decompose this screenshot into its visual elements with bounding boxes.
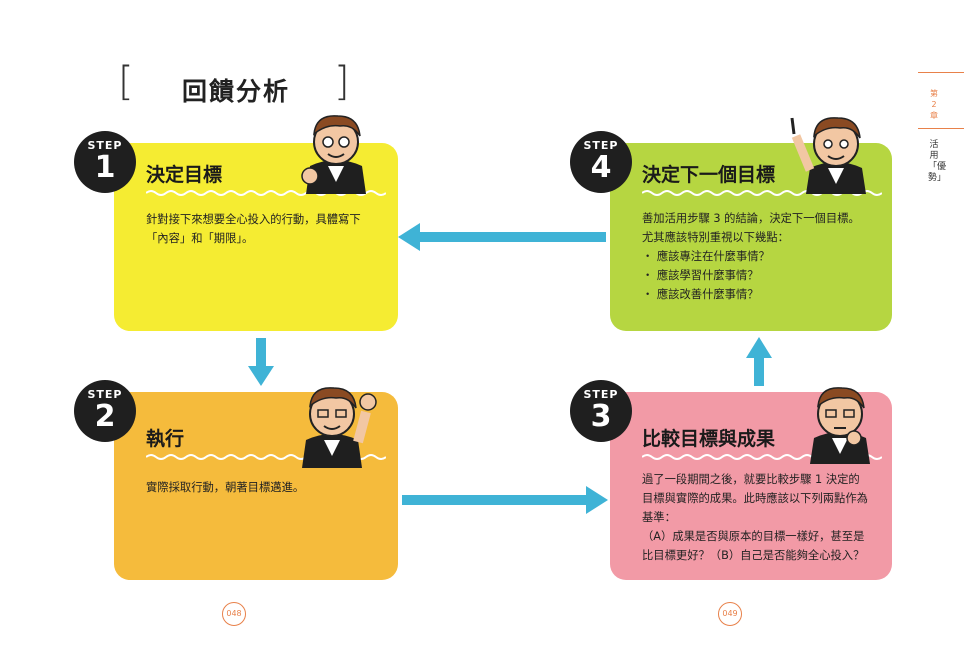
step-1-line: 針對接下來想要全心投入的行動，具體寫下 <box>146 213 361 226</box>
step-4-line: ・ 應該改善什麼事情？ <box>642 288 759 301</box>
step-4-line: 尤其應該特別重視以下幾點： <box>642 231 789 244</box>
step-2-number: 2 <box>94 399 116 434</box>
page-number-right: 049 <box>718 602 742 626</box>
step-3-line: 比目標更好？（B）自己是否能夠全心投入？ <box>642 549 865 562</box>
page-number-left: 048 <box>222 602 246 626</box>
step-3-title: 比較目標與成果 <box>642 428 776 450</box>
step-3-body: 過了一段期間之後，就要比較步驟 1 決定的 目標與實際的成果。此時應該以下列兩點… <box>642 470 868 565</box>
step-4-badge: STEP 4 <box>570 131 632 193</box>
step-2-label: STEP <box>87 388 123 401</box>
arrow-1-to-2-head <box>248 366 274 386</box>
step-3-line: 目標與實際的成果。此時應該以下列兩點作為 <box>642 492 868 505</box>
arrow-3-to-4-head <box>746 337 772 358</box>
step-1-label: STEP <box>87 139 123 152</box>
character-thinking-illustration <box>810 387 870 464</box>
arrow-4-to-1 <box>418 232 606 242</box>
step-3-line: 基準： <box>642 511 676 524</box>
step-4-body: 善加活用步驟 3 的結論，決定下一個目標。 尤其應該特別重視以下幾點： ・ 應該… <box>642 209 860 304</box>
step-2-title: 執行 <box>146 428 185 450</box>
step-4-title: 決定下一個目標 <box>642 164 776 186</box>
chapter-number: 2 <box>931 100 937 109</box>
step-3-line: （A）成果是否與原本的目標一樣好，甚至是 <box>642 530 865 543</box>
step-1-title: 決定目標 <box>146 164 223 186</box>
character-fist-pump-illustration <box>302 387 377 468</box>
character-pointing-up-illustration <box>790 117 866 194</box>
step-4-label: STEP <box>583 139 619 152</box>
chapter-rule-bottom <box>918 128 964 129</box>
arrow-4-to-1-head <box>398 223 420 251</box>
character-thumbs-up-illustration <box>301 115 366 194</box>
arrow-2-to-3-head <box>586 486 608 514</box>
step-4-line: ・ 應該學習什麼事情？ <box>642 269 759 282</box>
chapter-label: 第 2 章 <box>927 88 941 121</box>
arrow-3-to-4 <box>754 356 764 386</box>
step-1-body: 針對接下來想要全心投入的行動，具體寫下 「內容」和「期限」。 <box>146 210 361 248</box>
step-1-number: 1 <box>94 150 116 185</box>
chapter-rule-top <box>918 72 964 73</box>
arrow-2-to-3 <box>402 495 590 505</box>
step-1-badge: STEP 1 <box>74 131 136 193</box>
chapter-title: 活用「優勢」 <box>928 140 947 183</box>
page-title: 回饋分析 <box>182 77 291 106</box>
step-3-line: 過了一段期間之後，就要比較步驟 1 決定的 <box>642 473 860 486</box>
chapter-prefix: 第 <box>930 89 938 98</box>
step-4-number: 4 <box>590 150 612 185</box>
step-3-badge: STEP 3 <box>570 380 632 442</box>
title-bracket-close: ] <box>334 59 350 105</box>
step-4-line: ・ 應該專注在什麼事情？ <box>642 250 770 263</box>
step-3-number: 3 <box>590 399 612 434</box>
step-1-line: 「內容」和「期限」。 <box>146 232 254 245</box>
arrow-1-to-2 <box>256 338 266 368</box>
step-2-line: 實際採取行動，朝著目標邁進。 <box>146 481 305 494</box>
step-2-body: 實際採取行動，朝著目標邁進。 <box>146 478 304 497</box>
step-3-label: STEP <box>583 388 619 401</box>
chapter-suffix: 章 <box>930 111 938 120</box>
step-2-badge: STEP 2 <box>74 380 136 442</box>
step-4-line: 善加活用步驟 3 的結論，決定下一個目標。 <box>642 212 860 225</box>
title-bracket-open: [ <box>118 59 134 105</box>
